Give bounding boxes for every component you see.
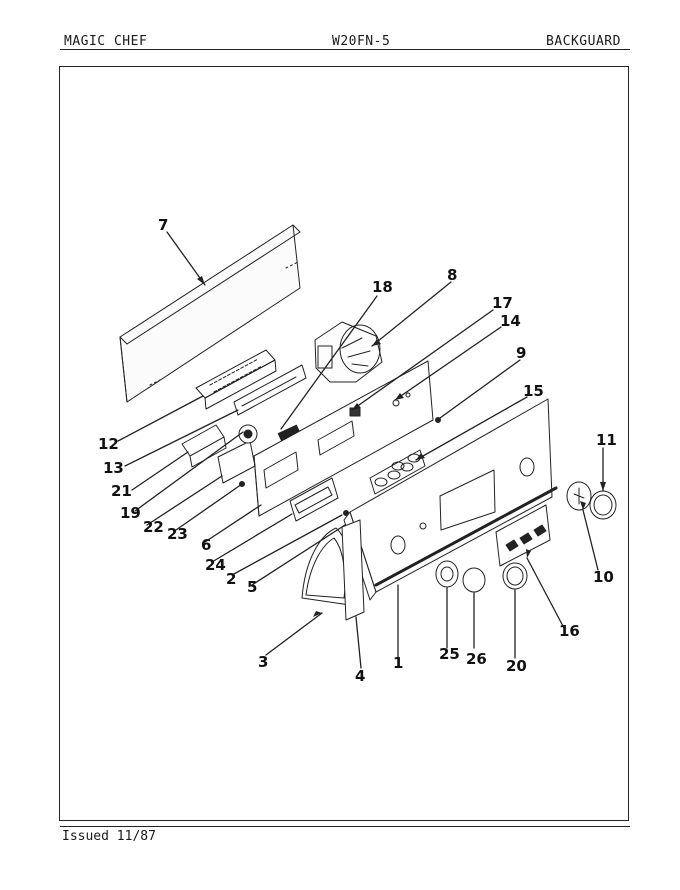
part-lens: [289, 477, 339, 522]
callout-13: 13: [103, 459, 124, 477]
callout-3: 3: [258, 653, 268, 671]
callout-1: 1: [393, 654, 403, 672]
leader-arrowheads: [197, 276, 606, 617]
callout-23: 23: [167, 525, 188, 543]
part-selector-knob: [566, 481, 617, 520]
callout-7: 7: [158, 216, 168, 234]
callout-10: 10: [593, 568, 614, 586]
diagram-frame: [59, 66, 629, 821]
header-section: BACKGUARD: [546, 34, 621, 49]
callout-26: 26: [466, 650, 487, 668]
callout-15: 15: [523, 382, 544, 400]
callout-18: 18: [372, 278, 393, 296]
callout-19: 19: [120, 504, 141, 522]
callout-4: 4: [355, 667, 365, 685]
callout-8: 8: [447, 266, 457, 284]
part-switch-plate: [495, 504, 551, 567]
part-end-cap: [301, 519, 365, 621]
callout-17: 17: [492, 294, 513, 312]
footer-rule: [60, 826, 630, 827]
leader-lines: [117, 231, 604, 669]
callout-25: 25: [439, 645, 460, 663]
callout-14: 14: [500, 312, 521, 330]
part-push-buttons: [369, 449, 426, 495]
callout-6: 6: [201, 536, 211, 554]
callout-22: 22: [143, 518, 164, 536]
header-model: W20FN-5: [332, 34, 391, 49]
callout-20: 20: [506, 657, 527, 675]
header-brand: MAGIC CHEF: [64, 34, 148, 49]
callout-9: 9: [516, 344, 526, 362]
part-rear-guard-panel: [119, 224, 301, 403]
callout-21: 21: [111, 482, 132, 500]
callout-5: 5: [247, 578, 257, 596]
part-switch-block: [195, 349, 307, 416]
header-rule: [60, 49, 630, 50]
callout-labels: 7 18 8 17 14 9 15 12 13 21 19 22 23 6 24…: [98, 216, 617, 685]
footer-issued: Issued 11/87: [62, 829, 156, 844]
callout-2: 2: [226, 570, 236, 588]
callout-16: 16: [559, 622, 580, 640]
callout-11: 11: [596, 431, 617, 449]
callout-12: 12: [98, 435, 119, 453]
part-relay-group: [181, 424, 258, 484]
part-timer-motor: [314, 321, 383, 383]
callout-24: 24: [205, 556, 226, 574]
part-knobs: [435, 560, 528, 593]
